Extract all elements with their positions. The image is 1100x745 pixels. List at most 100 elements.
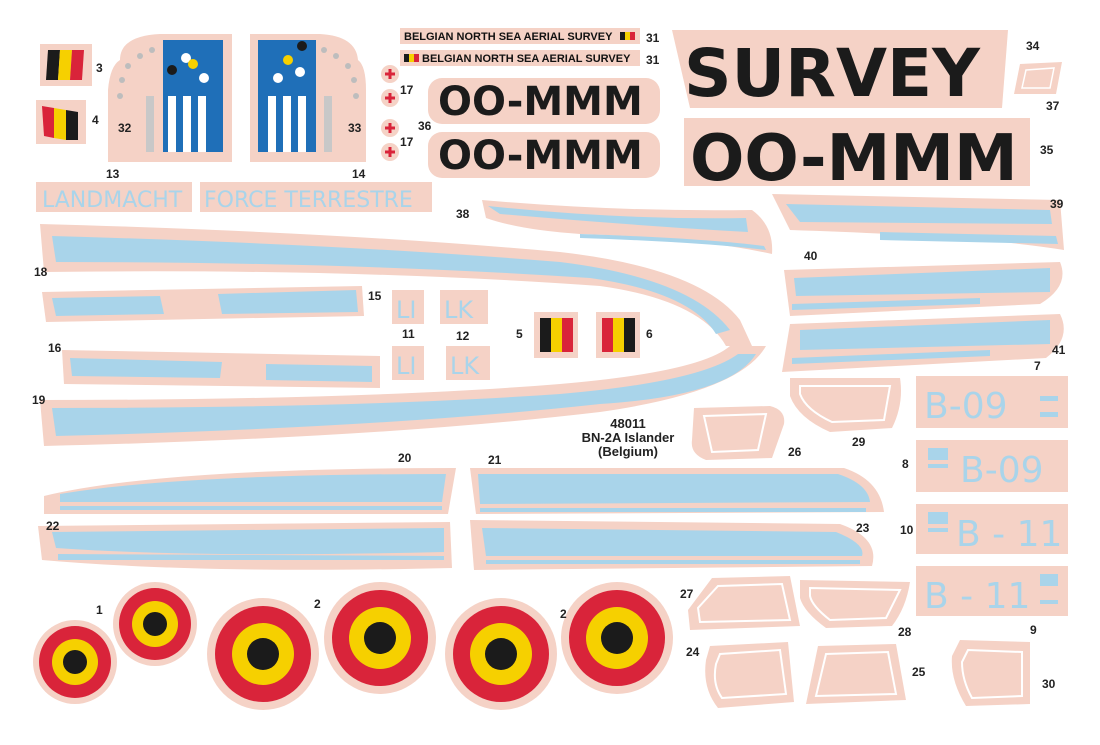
decal-number-label: 2 [314,597,321,611]
stripe-decal-38 [482,200,773,254]
svg-text:LK: LK [450,352,480,380]
decal-number-label: 32 [118,121,132,135]
decal-number-label: 27 [680,587,694,601]
svg-text:FORCE TERRESTRE: FORCE TERRESTRE [204,188,413,213]
decal-number-label: 6 [646,327,653,341]
svg-text:SURVEY: SURVEY [684,35,981,112]
decal-number-label: 23 [856,521,870,535]
svg-text:B - 11: B - 11 [924,576,1030,617]
decal-number-label: 31 [646,53,660,67]
tail-fin-decal-33 [250,34,366,162]
window-decal-29 [790,378,901,432]
window-decal-28 [800,580,910,628]
svg-text:B-09: B-09 [924,386,1008,427]
decal-number-label: 20 [398,451,412,465]
flag-decal-6 [596,312,640,358]
sheet-caption: 48011 BN-2A Islander (Belgium) [582,416,675,459]
decal-number-label: 7 [1034,359,1041,373]
flag-decal-5 [534,312,578,358]
decal-number-label: 31 [646,31,660,45]
decal-number-label: 16 [48,341,62,355]
registration-small-a: OO-MMM [428,78,660,125]
svg-text:48011: 48011 [610,416,645,431]
svg-text:OO-MMM: OO-MMM [690,122,1018,196]
decal-number-label: 17 [400,83,414,97]
decal-number-label: 33 [348,121,362,135]
decal-number-label: 18 [34,265,48,279]
svg-text:B-09: B-09 [960,450,1044,491]
serial-decal-9: B - 11 [916,566,1068,617]
decal-number-label: 34 [1026,39,1040,53]
serial-decal-8: B-09 [916,440,1068,492]
svg-text:(Belgium): (Belgium) [598,444,658,459]
decal-number-label: 25 [912,665,926,679]
decal-number-label: 4 [92,113,99,127]
decal-number-label: 30 [1042,677,1056,691]
decal-number-label: 22 [46,519,60,533]
decal-number-label: 2 [560,607,567,621]
decal-number-label: 37 [1046,99,1060,113]
stripe-decal-16 [62,350,380,388]
decal-number-label: 15 [368,289,382,303]
reference-numbers: 3 4 32 33 13 14 17 17 36 31 31 34 37 35 … [32,31,1066,691]
decal-number-label: 24 [686,645,700,659]
wing-stripe-20 [44,468,456,514]
code-letters-11-12: LI LK LI LK [392,290,490,380]
survey-decal-34: SURVEY [672,30,1008,112]
decal-number-label: 14 [352,167,366,181]
decal-number-label: 9 [1030,623,1037,637]
svg-text:OO-MMM: OO-MMM [438,133,643,179]
registration-big-35: OO-MMM [684,118,1030,196]
banner-text: BELGIAN NORTH SEA AERIAL SURVEY [422,53,631,65]
decal-number-label: 12 [456,329,470,343]
window-decal-37 [1014,62,1062,94]
flag-decal-3 [40,44,92,86]
decal-number-label: 5 [516,327,523,341]
window-decal-27 [688,576,800,630]
wing-stripe-22 [38,522,452,570]
stripe-decal-40 [784,262,1063,316]
registration-small-b: OO-MMM [428,132,660,179]
svg-text:LANDMACHT: LANDMACHT [42,188,183,213]
wing-stripe-23 [470,520,874,570]
decal-number-label: 21 [488,453,502,467]
aerial-survey-banner-b: BELGIAN NORTH SEA AERIAL SURVEY [400,50,640,66]
decal-number-label: 35 [1040,143,1054,157]
decal-number-label: 8 [902,457,909,471]
red-cross-decals [381,65,399,161]
decal-number-label: 10 [900,523,914,537]
stripe-decal-15 [42,286,364,322]
decal-number-label: 3 [96,61,103,75]
svg-text:LI: LI [396,352,416,380]
svg-text:LK: LK [444,296,474,324]
decal-number-label: 29 [852,435,866,449]
decal-number-label: 19 [32,393,46,407]
svg-text:OO-MMM: OO-MMM [438,79,643,125]
stripe-decal-39 [772,194,1064,250]
svg-text:LI: LI [396,296,416,324]
decal-number-label: 40 [804,249,818,263]
window-decal-26 [691,406,785,460]
decal-number-label: 17 [400,135,414,149]
serial-decal-7: B-09 [916,376,1068,428]
decal-number-label: 38 [456,207,470,221]
roundel-decals [33,582,673,710]
window-decal-25 [806,644,906,704]
decal-number-label: 28 [898,625,912,639]
cheatline-decal-19 [40,346,766,446]
decal-number-label: 13 [106,167,120,181]
decal-number-label: 1 [96,603,103,617]
banner-text: BELGIAN NORTH SEA AERIAL SURVEY [404,31,613,43]
serial-decal-10: B - 11 [916,504,1068,555]
force-terrestre-decal-14: FORCE TERRESTRE [200,182,432,213]
stripe-decal-41 [782,314,1064,372]
wing-stripe-21 [470,468,884,514]
svg-text:B - 11: B - 11 [956,514,1062,555]
landmacht-decal-13: LANDMACHT [36,182,192,213]
tail-fin-decal-32 [108,34,232,162]
decal-number-label: 41 [1052,343,1066,357]
window-decal-24 [705,642,794,708]
svg-text:BN-2A Islander: BN-2A Islander [582,430,675,445]
cheatline-decal-18 [40,224,752,346]
